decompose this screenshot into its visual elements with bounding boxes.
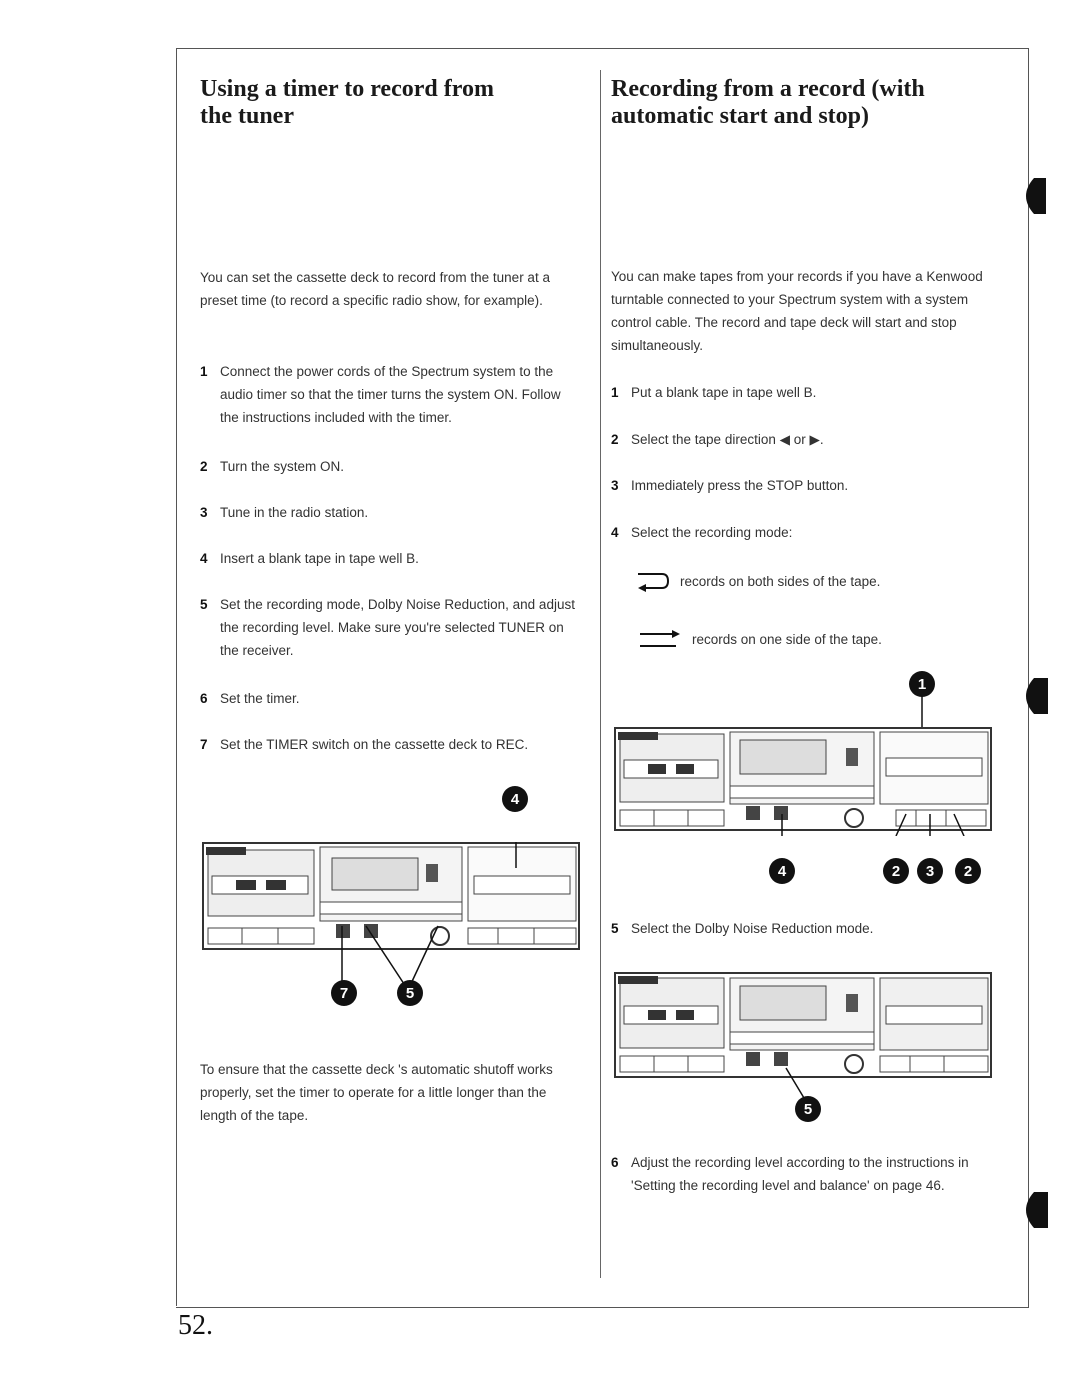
left-column: Using a timer to record from the tuner	[200, 76, 580, 130]
step-text: Select the Dolby Noise Reduction mode.	[631, 921, 874, 936]
right-intro: You can make tapes from your records if …	[611, 269, 983, 353]
step-text: Connect the power cords of the Spectrum …	[220, 364, 561, 425]
right-step-2: 2 Select the tape direction ◀ or ▶.	[611, 428, 991, 451]
callout-3: 3	[917, 858, 943, 884]
mode-text: records on both sides of the tape.	[680, 573, 881, 589]
left-step-7: 7 Set the TIMER switch on the cassette d…	[200, 733, 578, 756]
callout-2-b: 2	[955, 858, 981, 884]
step-text: Insert a blank tape in tape well B.	[220, 551, 419, 566]
mode-one-side: records on one side of the tape.	[636, 626, 882, 652]
step-text: Set the timer.	[220, 691, 300, 706]
cassette-deck-illustration-right-2	[614, 972, 992, 1099]
page-number: 52.	[178, 1310, 213, 1341]
step-number: 7	[200, 737, 208, 752]
step-text: Select the recording mode:	[631, 525, 793, 540]
step-number: 4	[200, 551, 208, 566]
step-number: 6	[200, 691, 208, 706]
left-step-2: 2 Turn the system ON.	[200, 455, 578, 478]
callout-1: 1	[909, 671, 935, 697]
callout-2-a: 2	[883, 858, 909, 884]
right-step-1: 1 Put a blank tape in tape well B.	[611, 381, 991, 404]
mode-text: records on one side of the tape.	[692, 631, 882, 647]
callout-4-left: 4	[502, 786, 528, 812]
left-step-3: 3 Tune in the radio station.	[200, 501, 578, 524]
left-step-5: 5 Set the recording mode, Dolby Noise Re…	[200, 593, 578, 662]
step-number: 5	[611, 921, 619, 936]
step-number: 1	[200, 364, 208, 379]
callout-5-left: 5	[397, 980, 423, 1006]
callout-lines-left	[341, 925, 439, 991]
step-number: 5	[200, 597, 208, 612]
page-frame-left-rule	[176, 48, 177, 1306]
right-step-3: 3 Immediately press the STOP button.	[611, 474, 991, 497]
step-text: Set the recording mode, Dolby Noise Redu…	[220, 597, 575, 658]
step-text: Adjust the recording level according to …	[631, 1155, 969, 1193]
callout-7: 7	[331, 980, 357, 1006]
callout-4-right: 4	[769, 858, 795, 884]
left-intro: You can set the cassette deck to record …	[200, 270, 550, 308]
thumb-index-mark-2	[1026, 678, 1048, 714]
step-number: 2	[611, 432, 619, 447]
step-number: 3	[611, 478, 619, 493]
step-number: 3	[200, 505, 208, 520]
right-step-6: 6 Adjust the recording level according t…	[611, 1151, 981, 1197]
callout-5-right: 5	[795, 1096, 821, 1122]
step-text: Put a blank tape in tape well B.	[631, 385, 817, 400]
left-step-6: 6 Set the timer.	[200, 687, 578, 710]
left-step-4: 4 Insert a blank tape in tape well B.	[200, 547, 578, 570]
right-step-4: 4 Select the recording mode:	[611, 521, 991, 544]
step-text: Turn the system ON.	[220, 459, 345, 474]
page-frame	[176, 48, 1029, 1308]
step-text: Immediately press the STOP button.	[631, 478, 849, 493]
left-note: To ensure that the cassette deck 's auto…	[200, 1062, 553, 1123]
cassette-deck-illustration-right-1	[614, 696, 992, 836]
right-section-title: Recording from a record (with automatic …	[611, 76, 925, 129]
thumb-index-mark-1	[1026, 178, 1046, 214]
step-number: 1	[611, 385, 619, 400]
cassette-deck-illustration-left	[202, 842, 580, 950]
step-number: 6	[611, 1155, 619, 1170]
step-number: 2	[200, 459, 208, 474]
right-step-5: 5 Select the Dolby Noise Reduction mode.	[611, 917, 991, 940]
left-step-1: 1 Connect the power cords of the Spectru…	[200, 360, 578, 429]
left-section-title: Using a timer to record from the tuner	[200, 76, 494, 129]
mode-reverse-both-sides: records on both sides of the tape.	[636, 570, 880, 592]
right-column: Recording from a record (with automatic …	[611, 76, 1001, 130]
step-text: Tune in the radio station.	[220, 505, 369, 520]
step-text: Set the TIMER switch on the cassette dec…	[220, 737, 529, 752]
thumb-index-mark-3	[1026, 1192, 1048, 1228]
one-side-icon	[640, 630, 680, 647]
column-divider	[600, 70, 601, 1278]
step-number: 4	[611, 525, 619, 540]
step-text: Select the tape direction ◀ or ▶.	[631, 432, 824, 447]
reverse-both-sides-icon	[638, 573, 670, 592]
